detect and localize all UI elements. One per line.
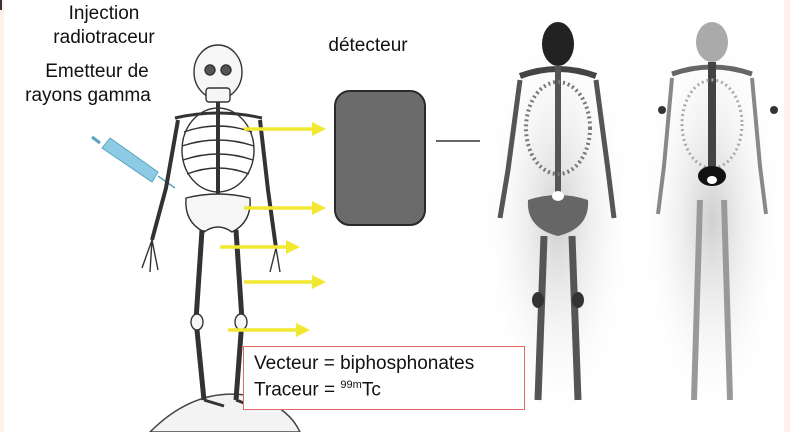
- gamma-arrow-2: [244, 201, 326, 215]
- caption-tracer: Traceur = 99mTc: [254, 379, 381, 401]
- syringe-icon: [92, 137, 175, 188]
- detector-block: [334, 90, 426, 226]
- caption-tracer-element: Tc: [362, 379, 381, 400]
- caption-tracer-prefix: Traceur =: [254, 379, 340, 400]
- gamma-arrow-4: [244, 275, 326, 289]
- caption-box: Vecteur = biphosphonates Traceur = 99mTc: [243, 346, 525, 410]
- caption-tracer-superscript: 99m: [340, 379, 361, 391]
- bone-scan-posterior: [638, 10, 786, 430]
- caption-vector: Vecteur = biphosphonates: [254, 353, 474, 375]
- gamma-arrow-1: [244, 122, 326, 136]
- gamma-arrow-3: [220, 240, 300, 254]
